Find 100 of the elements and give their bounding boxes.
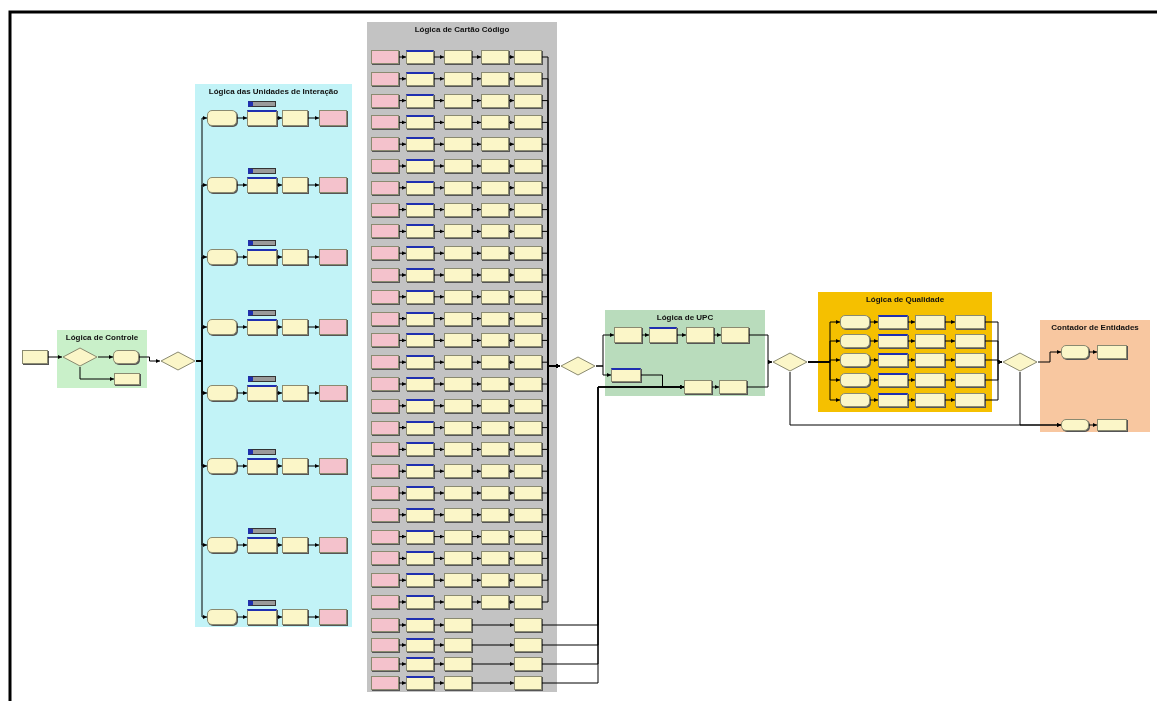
connector: [398, 185, 407, 190]
process-block: [514, 115, 542, 130]
process-block: [840, 334, 870, 348]
connector: [508, 360, 515, 365]
connector: [508, 382, 515, 386]
connector: [398, 403, 407, 408]
connector: [471, 382, 482, 386]
connector: [236, 543, 248, 547]
connector: [138, 356, 161, 363]
process-block: [481, 137, 509, 152]
process-block: [878, 334, 908, 348]
connector: [398, 578, 407, 583]
process-block: [878, 315, 908, 329]
process-block: [514, 202, 542, 217]
process-block: [406, 50, 434, 64]
process-block: [247, 609, 277, 625]
connector: [433, 76, 445, 81]
process-block: [113, 350, 139, 364]
connector: [433, 229, 445, 234]
group-panel: [605, 310, 765, 396]
process-block: [514, 289, 542, 304]
process-block: [207, 249, 237, 265]
process-block: [444, 442, 472, 457]
process-block: [371, 311, 399, 326]
process-block: [444, 50, 472, 64]
process-block: [514, 398, 542, 413]
connector: [907, 320, 916, 324]
process-block: [371, 676, 399, 690]
connector: [508, 294, 515, 299]
connector: [944, 358, 956, 362]
process-block: [444, 464, 472, 479]
process-block: [207, 609, 237, 625]
connector: [508, 534, 515, 539]
connector: [433, 251, 445, 256]
connector: [640, 374, 685, 389]
connector: [1088, 350, 1098, 354]
process-block: [444, 618, 472, 632]
process-block: [406, 71, 434, 86]
connector: [471, 273, 482, 277]
connector: [471, 229, 482, 234]
process-block: [444, 202, 472, 217]
connector: [907, 358, 916, 362]
connector: [471, 491, 482, 495]
process-block: [514, 529, 542, 544]
connector: [433, 382, 445, 386]
connector: [307, 543, 320, 547]
process-block: [481, 311, 509, 326]
connector: [508, 316, 515, 321]
process-block: [282, 609, 308, 625]
connector: [807, 361, 841, 402]
process-block: [282, 177, 308, 193]
connector: [398, 142, 407, 147]
process-block: [955, 373, 985, 387]
connector: [508, 164, 515, 168]
connector: [433, 360, 445, 365]
process-block: [444, 486, 472, 500]
process-block: [406, 420, 434, 435]
process-block: [282, 458, 308, 474]
connector: [433, 294, 445, 299]
connector: [508, 338, 515, 343]
process-block: [514, 268, 542, 282]
connector: [276, 543, 283, 547]
group-panel: [57, 330, 147, 388]
process-block: [514, 507, 542, 522]
panel-title: Lógica de Cartão Código: [413, 25, 511, 34]
connector: [398, 251, 407, 256]
connector: [398, 382, 407, 386]
connector: [676, 333, 687, 337]
group-panel: [1040, 320, 1150, 432]
connector: [508, 142, 515, 147]
connector: [1037, 350, 1062, 363]
process-block: [406, 595, 434, 609]
connector: [398, 294, 407, 299]
process-block: [247, 319, 277, 335]
connector: [433, 512, 445, 517]
process-block: [514, 464, 542, 479]
connector: [398, 556, 407, 561]
process-block: [406, 115, 434, 130]
process-block: [371, 551, 399, 566]
process-block: [406, 573, 434, 588]
process-block: [282, 110, 308, 126]
connector: [398, 623, 407, 627]
connector: [471, 600, 482, 604]
connector: [471, 251, 482, 256]
process-block: [406, 377, 434, 391]
connector: [276, 464, 283, 468]
connector: [471, 643, 515, 647]
process-block: [915, 353, 945, 367]
process-block: [514, 180, 542, 195]
process-block: [371, 355, 399, 370]
process-block: [406, 398, 434, 413]
process-block: [371, 115, 399, 130]
connector: [471, 76, 482, 81]
connector: [471, 338, 482, 343]
connector: [398, 98, 407, 103]
process-block: [22, 350, 48, 364]
process-block: [406, 618, 434, 632]
connector: [236, 183, 248, 187]
process-block: [371, 71, 399, 86]
connector: [471, 425, 482, 430]
